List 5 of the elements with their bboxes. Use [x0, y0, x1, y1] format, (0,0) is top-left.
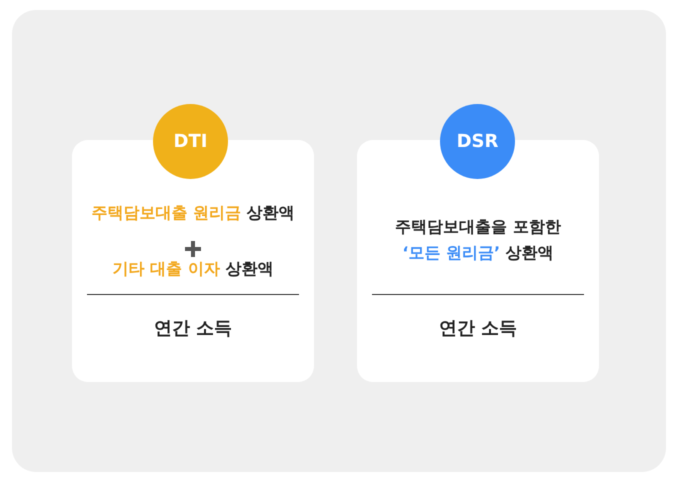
numerator-text: 주택담보대출을 포함한 ‘모든 원리금’ 상환액 — [394, 216, 562, 264]
numerator-text: 기타 대출 이자 상환액 — [112, 258, 274, 280]
denominator-text: 연간 소득 — [438, 318, 518, 340]
numerator-text: 주택담보대출 원리금 상환액 — [91, 202, 295, 224]
denominator-text: 연간 소득 — [154, 318, 232, 340]
